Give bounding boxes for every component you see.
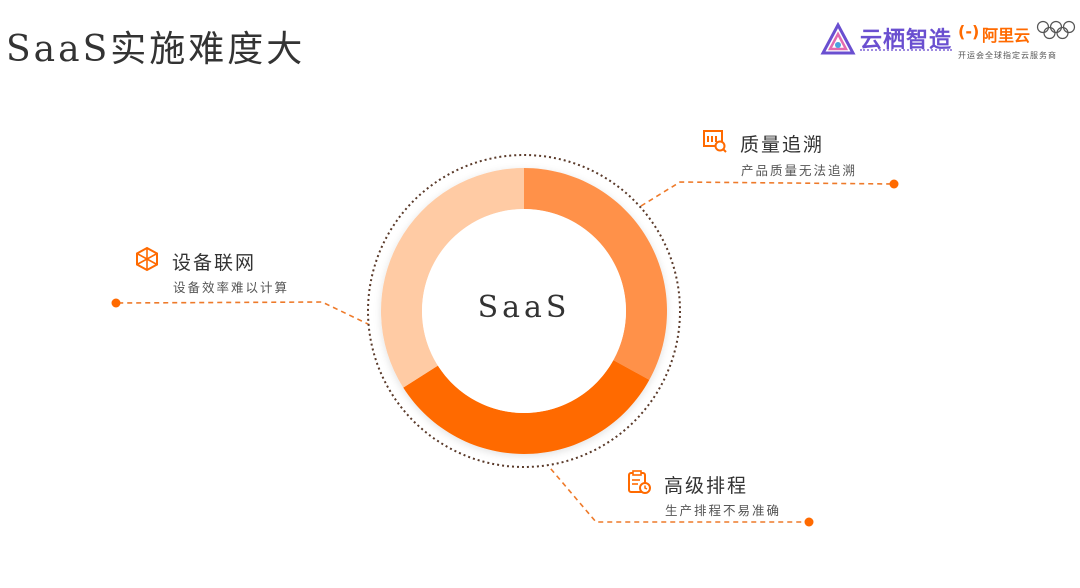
connector-dot-schedule xyxy=(804,517,814,527)
item-subtitle-device: 设备效率难以计算 xyxy=(173,280,290,295)
connector-dot-quality xyxy=(889,179,899,189)
ring-segment-bottom xyxy=(403,360,650,454)
yunqi-logo-underline xyxy=(860,49,952,55)
aliyun-mark-icon: (-) xyxy=(958,22,980,41)
saas-ring xyxy=(381,168,667,454)
yunqi-logo-text: 云栖智造 xyxy=(860,28,953,53)
yunqi-logo: 云栖智造 xyxy=(820,20,960,60)
yunqi-mark-icon xyxy=(820,22,856,55)
connector-quality xyxy=(640,181,895,207)
ring-segment-top-right xyxy=(524,168,667,380)
slide-title: SaaS实施难度大 xyxy=(6,29,306,70)
connector-schedule xyxy=(544,461,809,523)
item-subtitle-schedule: 生产排程不易准确 xyxy=(665,503,782,518)
item-subtitle-quality: 产品质量无法追溯 xyxy=(741,163,858,178)
ring-inner-disc xyxy=(422,209,626,413)
connector-device xyxy=(115,301,371,326)
quality-search-icon xyxy=(703,130,727,153)
device-network-icon xyxy=(136,246,158,272)
connector-dot-device xyxy=(111,298,121,308)
ring-segment-left xyxy=(381,168,524,388)
aliyun-tagline: 开运会全球指定云服务商 xyxy=(958,51,1057,60)
olympic-rings-icon xyxy=(1036,20,1076,40)
center-label: SaaS xyxy=(477,290,571,325)
item-title-quality: 质量追溯 xyxy=(740,134,825,156)
aliyun-logo: (-) 阿里云 开运会全球指定云服务商 xyxy=(958,20,1056,60)
item-title-schedule: 高级排程 xyxy=(664,475,749,497)
logo-group: 云栖智造 (-) 阿里云 开运会全球指定云服务商 xyxy=(818,18,1080,62)
item-title-device: 设备联网 xyxy=(172,252,257,274)
aliyun-logo-text: 阿里云 xyxy=(982,26,1031,45)
schedule-clipboard-icon xyxy=(628,470,651,494)
